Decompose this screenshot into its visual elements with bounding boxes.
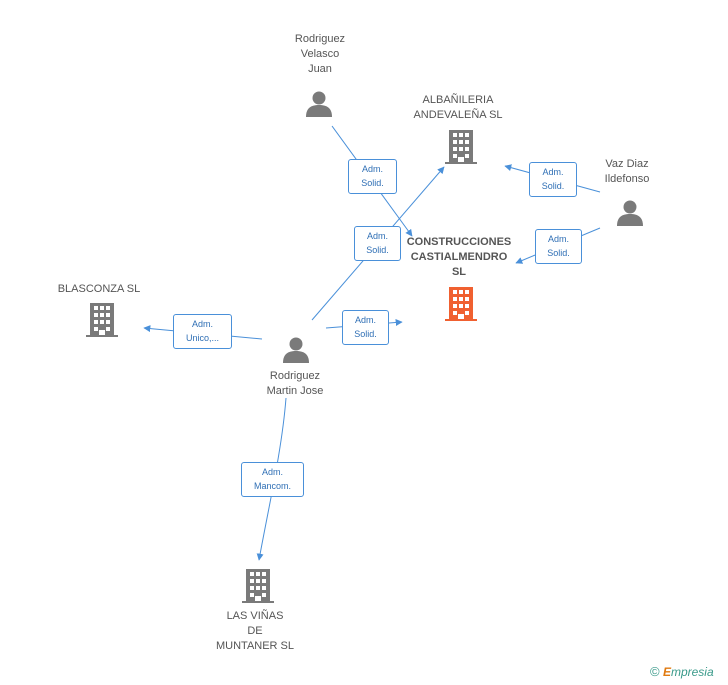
node-label-rodriguez-martin[interactable]: Rodriguez Martin Jose: [266, 370, 324, 397]
edge-label-vazdiaz-construcciones[interactable]: Adm. Solid.: [535, 229, 582, 264]
copyright-symbol: ©: [650, 664, 660, 679]
node-label-construcciones[interactable]: CONSTRUCCIONES CASTIALMENDRO SL: [406, 236, 512, 278]
edge-label-vazdiaz-albanileria[interactable]: Adm. Solid.: [529, 162, 577, 197]
node-label-albanileria[interactable]: ALBAÑILERIA ANDEVALEÑA SL: [413, 94, 503, 121]
person-icon[interactable]: [306, 91, 332, 118]
node-label-vaz-diaz[interactable]: Vaz Diaz Ildefonso: [604, 158, 650, 185]
edge-label-velasco-construcciones[interactable]: Adm. Solid.: [348, 159, 397, 194]
node-label-blasconza[interactable]: BLASCONZA SL: [57, 283, 141, 295]
empresia-logo-text: mpresia: [670, 665, 714, 679]
building-icon[interactable]: [445, 287, 477, 321]
edge-label-martin-blasconza[interactable]: Adm. Unico,...: [173, 314, 232, 349]
building-icon[interactable]: [445, 130, 477, 164]
node-label-rodriguez-velasco[interactable]: Rodriguez Velasco Juan: [294, 33, 346, 75]
node-label-las-vinas[interactable]: LAS VIÑAS DE MUNTANER SL: [215, 610, 295, 652]
edge-label-martin-lasvinas[interactable]: Adm. Mancom.: [241, 462, 304, 497]
person-icon[interactable]: [283, 337, 309, 364]
building-icon[interactable]: [86, 303, 118, 337]
building-icon[interactable]: [242, 569, 274, 603]
edge-label-martin-albanileria[interactable]: Adm. Solid.: [354, 226, 401, 261]
edge-label-martin-construcciones[interactable]: Adm. Solid.: [342, 310, 389, 345]
person-icon[interactable]: [617, 200, 643, 227]
empresia-logo-initial: E: [662, 665, 671, 679]
copyright-footer: © Empresia: [650, 664, 714, 679]
